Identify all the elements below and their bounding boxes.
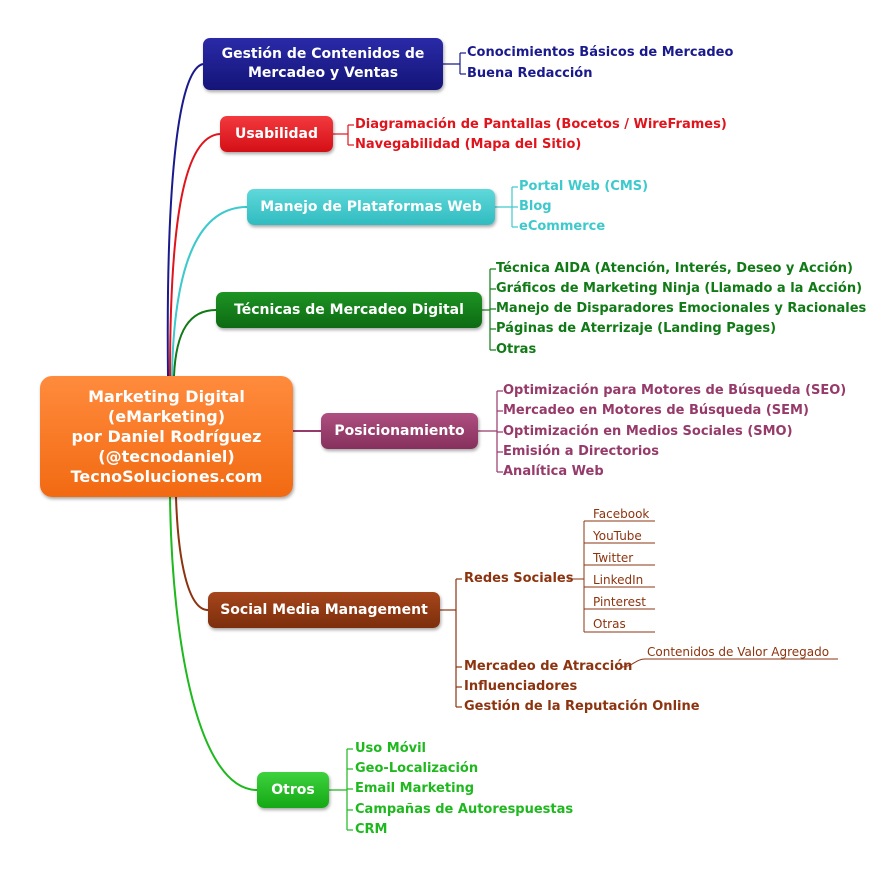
leaf-item[interactable]: eCommerce <box>519 219 606 234</box>
leaf-item[interactable]: Conocimientos Básicos de Mercadeo <box>467 45 734 60</box>
leaf-item[interactable]: Uso Móvil <box>355 741 427 756</box>
branch-label: Posicionamiento <box>334 422 465 439</box>
leaf-item[interactable]: Geo-Localización <box>355 761 479 776</box>
branch-connector <box>169 496 258 791</box>
branch-connector <box>169 133 221 377</box>
branch-connector <box>175 496 209 611</box>
branch-label: Usabilidad <box>234 125 319 142</box>
leaf-item[interactable]: Otras <box>496 342 537 357</box>
branch-connector <box>171 206 248 377</box>
leaf-item[interactable]: Gestión de la Reputación Online <box>464 699 700 714</box>
sub-item[interactable]: YouTube <box>593 529 642 543</box>
branch-contenidos[interactable]: Gestión de Contenidos de Mercadeo y Vent… <box>203 38 443 90</box>
sub-item[interactable]: Facebook <box>593 507 650 521</box>
branch-connector <box>166 63 204 377</box>
sub-item[interactable]: LinkedIn <box>593 573 644 587</box>
leaf-item[interactable]: Optimización para Motores de Búsqueda (S… <box>503 383 847 398</box>
branch-posicionamiento[interactable]: Posicionamiento <box>321 413 478 449</box>
sub-item[interactable]: Contenidos de Valor Agregado <box>647 645 830 659</box>
central-topic: Marketing Digital (eMarketing) por Danie… <box>40 376 293 497</box>
leaf-item[interactable]: Navegabilidad (Mapa del Sitio) <box>355 137 582 152</box>
central-line: TecnoSoluciones.com <box>70 466 263 486</box>
branch-label: Gestión de Contenidos de <box>221 46 425 62</box>
branch-label: Técnicas de Mercadeo Digital <box>234 301 464 318</box>
leaf-item[interactable]: Blog <box>519 199 552 214</box>
leaf-item[interactable]: Mercadeo en Motores de Búsqueda (SEM) <box>503 403 809 418</box>
central-line: (eMarketing) <box>107 406 226 426</box>
leaf-item[interactable]: Mercadeo de Atracción <box>464 659 633 674</box>
sub-item[interactable]: Otras <box>593 617 626 631</box>
leaf-item[interactable]: Email Marketing <box>355 781 475 796</box>
leaf-item[interactable]: Manejo de Disparadores Emocionales y Rac… <box>496 301 867 316</box>
leaf-item[interactable]: Buena Redacción <box>467 66 593 81</box>
branch-connector <box>173 309 217 377</box>
leaf-item[interactable]: Analítica Web <box>503 464 604 479</box>
leaf-item[interactable]: Portal Web (CMS) <box>519 179 649 194</box>
leaf-item[interactable]: Gráficos de Marketing Ninja (Llamado a l… <box>496 281 863 296</box>
leaf-item[interactable]: Páginas de Aterrizaje (Landing Pages) <box>496 321 777 336</box>
leaf-item[interactable]: Influenciadores <box>464 679 578 694</box>
branch-otros[interactable]: Otros <box>257 772 329 808</box>
branch-tecnicas[interactable]: Técnicas de Mercadeo Digital <box>216 292 482 328</box>
leaf-item[interactable]: Campañas de Autorespuestas <box>355 802 574 817</box>
branch-label: Otros <box>271 781 315 798</box>
leaf-item[interactable]: Redes Sociales <box>464 571 574 586</box>
leaf-item[interactable]: CRM <box>355 822 388 837</box>
leaf-item[interactable]: Diagramación de Pantallas (Bocetos / Wir… <box>355 117 727 132</box>
branch-label: Social Media Management <box>220 601 428 618</box>
sub-item[interactable]: Pinterest <box>593 595 647 609</box>
central-line: por Daniel Rodríguez <box>71 426 262 446</box>
branch-label: Mercadeo y Ventas <box>247 65 399 81</box>
leaf-item[interactable]: Optimización en Medios Sociales (SMO) <box>503 424 793 439</box>
branch-label: Manejo de Plataformas Web <box>260 198 482 215</box>
sub-item[interactable]: Twitter <box>593 551 634 565</box>
branch-social[interactable]: Social Media Management <box>208 592 440 628</box>
leaf-item[interactable]: Técnica AIDA (Atención, Interés, Deseo y… <box>496 261 853 276</box>
leaf-item[interactable]: Emisión a Directorios <box>503 444 659 459</box>
branch-plataformas[interactable]: Manejo de Plataformas Web <box>247 189 495 225</box>
central-line: Marketing Digital <box>88 386 245 406</box>
central-line: (@tecnodaniel) <box>98 446 235 466</box>
branch-usabilidad[interactable]: Usabilidad <box>220 116 333 152</box>
sub-underline <box>621 658 838 668</box>
